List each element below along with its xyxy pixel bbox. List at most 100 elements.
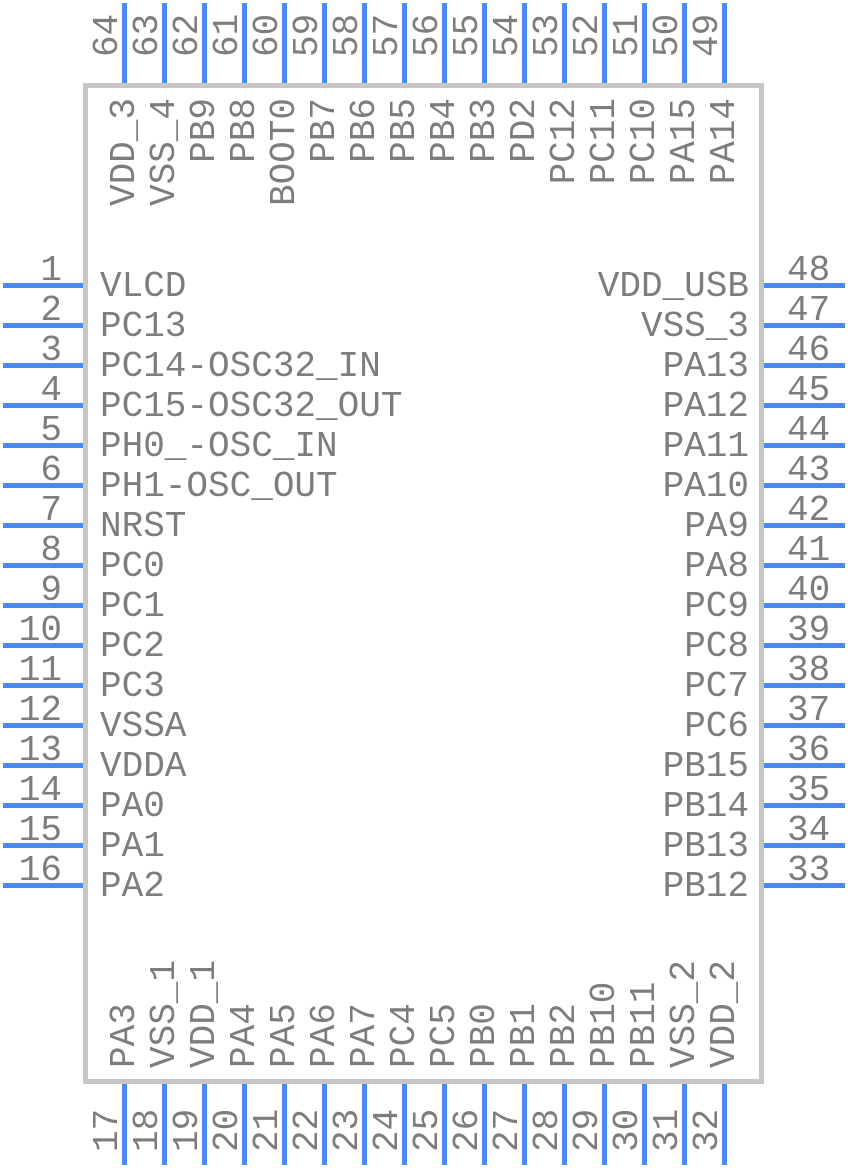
pin-name: PA4 — [223, 1003, 265, 1068]
pin-line — [162, 3, 167, 83]
pin-number: 24 — [366, 1108, 408, 1152]
pin-line — [202, 1084, 207, 1165]
pin-number: 38 — [787, 649, 831, 691]
pin-line — [282, 3, 287, 83]
pin-name: PB10 — [583, 981, 625, 1068]
pin-number: 37 — [787, 689, 831, 731]
pin-number: 21 — [246, 1108, 288, 1152]
pin-line — [764, 363, 845, 368]
pin-line — [322, 3, 327, 83]
pin-name: PC15-OSC32_OUT — [100, 385, 403, 427]
pin-line — [402, 3, 407, 83]
pin-name: PA10 — [662, 465, 749, 507]
pin-number: 27 — [486, 1108, 528, 1152]
pin-line — [602, 1084, 607, 1165]
pin-line — [242, 1084, 247, 1165]
pin-line — [764, 883, 845, 888]
pin-line — [3, 803, 83, 808]
pin-number: 2 — [40, 289, 62, 331]
pin-line — [3, 443, 83, 448]
pin-line — [764, 483, 845, 488]
pin-name: PC7 — [684, 665, 749, 707]
pin-number: 47 — [787, 289, 831, 331]
pin-line — [3, 403, 83, 408]
pin-line — [3, 603, 83, 608]
pin-name: PB11 — [623, 981, 665, 1068]
pin-name: PC3 — [100, 665, 165, 707]
pin-number: 10 — [18, 609, 62, 651]
pin-name: PC9 — [684, 585, 749, 627]
pin-line — [362, 1084, 367, 1165]
pin-number: 48 — [787, 249, 831, 291]
pin-name: VSS_3 — [640, 305, 749, 347]
pin-number: 45 — [787, 369, 831, 411]
pin-line — [764, 723, 845, 728]
pin-number: 30 — [606, 1108, 648, 1152]
pin-line — [764, 403, 845, 408]
pin-line — [764, 683, 845, 688]
pin-name: PB15 — [662, 745, 749, 787]
pin-name: PC14-OSC32_IN — [100, 345, 381, 387]
pin-number: 55 — [446, 13, 488, 57]
pin-number: 61 — [206, 13, 248, 57]
pin-number: 51 — [606, 13, 648, 57]
pin-number: 25 — [406, 1108, 448, 1152]
pin-line — [602, 3, 607, 83]
pin-number: 15 — [18, 809, 62, 851]
pin-number: 49 — [686, 13, 728, 57]
pin-number: 60 — [246, 13, 288, 57]
pin-number: 3 — [40, 329, 62, 371]
pin-number: 14 — [18, 769, 62, 811]
pin-number: 42 — [787, 489, 831, 531]
pin-line — [3, 323, 83, 328]
pin-line — [3, 523, 83, 528]
pin-name: PC0 — [100, 545, 165, 587]
pin-line — [522, 1084, 527, 1165]
pin-number: 34 — [787, 809, 831, 851]
pin-number: 18 — [126, 1108, 168, 1152]
pin-line — [722, 1084, 727, 1165]
pin-line — [764, 803, 845, 808]
pin-line — [402, 1084, 407, 1165]
pin-number: 28 — [526, 1108, 568, 1152]
pin-line — [722, 3, 727, 83]
pin-number: 26 — [446, 1108, 488, 1152]
pin-line — [3, 363, 83, 368]
pin-line — [322, 1084, 327, 1165]
pin-line — [282, 1084, 287, 1165]
pin-name: PC5 — [423, 1003, 465, 1068]
pin-number: 11 — [18, 649, 62, 691]
pin-name: PA6 — [303, 1003, 345, 1068]
pin-number: 8 — [40, 529, 62, 571]
pin-name: PH1-OSC_OUT — [100, 465, 338, 507]
pin-line — [562, 1084, 567, 1165]
pin-name: PB14 — [662, 785, 749, 827]
pin-line — [442, 1084, 447, 1165]
pin-line — [122, 1084, 127, 1165]
pin-name: PA1 — [100, 825, 165, 867]
chip-body-outline — [83, 83, 764, 1084]
pin-number: 59 — [286, 13, 328, 57]
pin-name: PA2 — [100, 865, 165, 907]
pin-line — [764, 323, 845, 328]
pin-name: PC6 — [684, 705, 749, 747]
pin-name: PC13 — [100, 305, 187, 347]
pin-line — [682, 3, 687, 83]
pin-line — [764, 763, 845, 768]
pin-line — [764, 643, 845, 648]
pin-line — [562, 3, 567, 83]
pin-number: 57 — [366, 13, 408, 57]
pin-line — [522, 3, 527, 83]
pin-number: 58 — [326, 13, 368, 57]
pin-number: 5 — [40, 409, 62, 451]
pin-line — [764, 843, 845, 848]
pin-line — [3, 683, 83, 688]
pin-number: 56 — [406, 13, 448, 57]
pin-name: PA3 — [103, 1003, 145, 1068]
pin-number: 6 — [40, 449, 62, 491]
pin-line — [482, 1084, 487, 1165]
pin-line — [3, 283, 83, 288]
pin-number: 19 — [166, 1108, 208, 1152]
pin-line — [3, 883, 83, 888]
pin-name: NRST — [100, 505, 187, 547]
